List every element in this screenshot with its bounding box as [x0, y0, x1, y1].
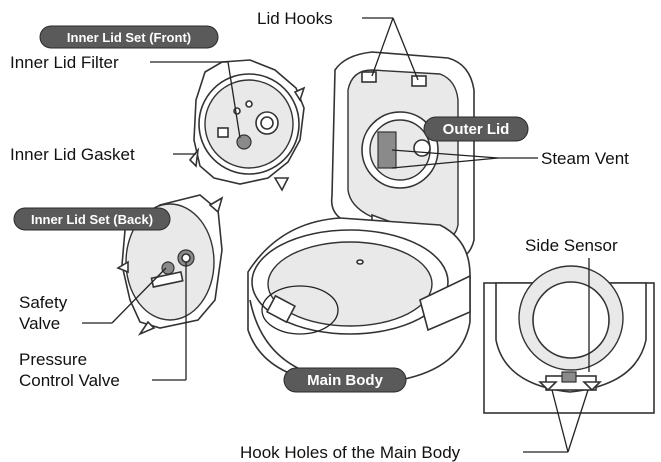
badge-inner-lid-front-text: Inner Lid Set (Front)	[67, 30, 191, 45]
label-steam-vent: Steam Vent	[541, 149, 629, 168]
badge-inner-lid-back-text: Inner Lid Set (Back)	[31, 212, 153, 227]
badge-main-body: Main Body	[284, 368, 406, 392]
label-safety-valve-line2: Valve	[19, 314, 60, 333]
label-inner-lid-gasket: Inner Lid Gasket	[10, 145, 135, 164]
label-safety-valve-line1: Safety	[19, 293, 68, 312]
label-hook-holes: Hook Holes of the Main Body	[240, 443, 461, 462]
label-inner-lid-filter: Inner Lid Filter	[10, 53, 119, 72]
label-pressure-control-line2: Control Valve	[19, 371, 120, 390]
badge-inner-lid-front: Inner Lid Set (Front)	[40, 26, 218, 48]
label-side-sensor: Side Sensor	[525, 236, 618, 255]
badge-inner-lid-back: Inner Lid Set (Back)	[14, 208, 170, 230]
label-pressure-control-line1: Pressure	[19, 350, 87, 369]
badge-outer-lid: Outer Lid	[424, 117, 528, 141]
badge-main-body-text: Main Body	[307, 372, 383, 389]
badge-outer-lid-text: Outer Lid	[443, 121, 510, 138]
side-sensor-inset	[484, 266, 654, 413]
label-lid-hooks: Lid Hooks	[257, 9, 333, 28]
inner-lid-front-illustration	[190, 60, 304, 190]
